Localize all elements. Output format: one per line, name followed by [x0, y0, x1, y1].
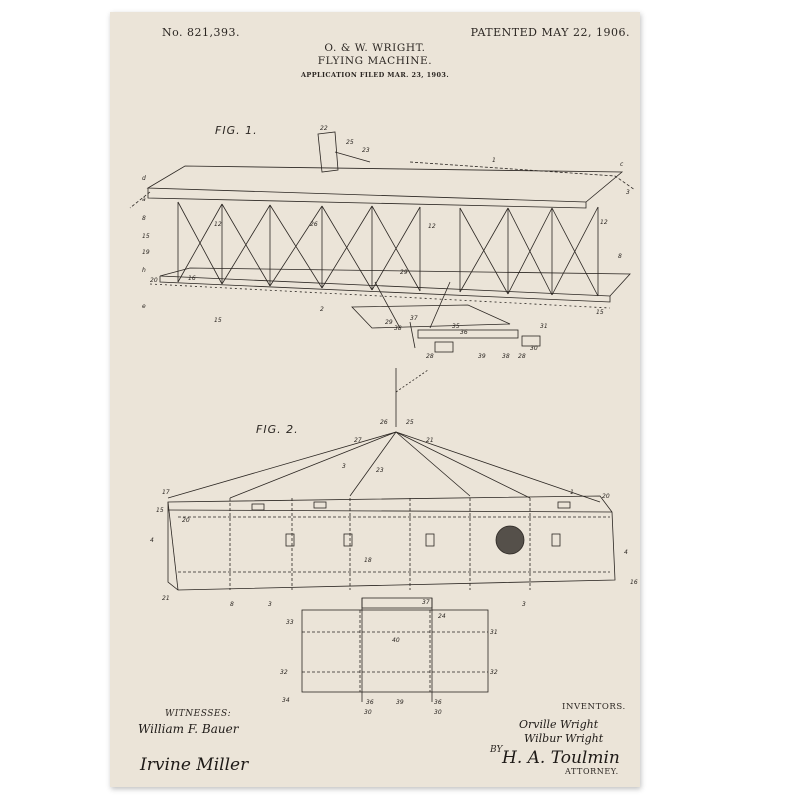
svg-text:h: h [142, 267, 146, 274]
svg-text:a: a [142, 196, 146, 203]
svg-text:12: 12 [428, 223, 436, 230]
svg-text:21: 21 [162, 595, 170, 602]
svg-text:28: 28 [518, 353, 526, 360]
svg-text:28: 28 [426, 353, 434, 360]
svg-text:1: 1 [570, 489, 574, 496]
svg-text:8: 8 [230, 601, 234, 608]
svg-text:3: 3 [268, 601, 272, 608]
svg-text:29: 29 [400, 269, 408, 276]
svg-text:30: 30 [434, 709, 442, 716]
svg-text:15: 15 [596, 309, 604, 316]
svg-text:24: 24 [438, 613, 446, 620]
attorney-signature: H. A. Toulmin [502, 748, 620, 768]
svg-text:36: 36 [460, 329, 468, 336]
svg-text:31: 31 [540, 323, 548, 330]
svg-text:22: 22 [320, 125, 328, 132]
svg-text:31: 31 [490, 629, 498, 636]
witness-signature-2: Irvine Miller [140, 755, 249, 775]
svg-text:15: 15 [214, 317, 222, 324]
svg-text:4: 4 [150, 537, 154, 544]
patent-sheet: No. 821,393. PATENTED MAY 22, 1906. O. &… [110, 12, 640, 787]
svg-text:25: 25 [406, 419, 414, 426]
svg-text:40: 40 [392, 637, 400, 644]
svg-text:3: 3 [626, 189, 630, 196]
svg-text:34: 34 [282, 697, 290, 704]
svg-text:30: 30 [530, 345, 538, 352]
svg-text:3: 3 [342, 463, 346, 470]
svg-text:8: 8 [142, 215, 146, 222]
patent-title: FLYING MACHINE. [317, 55, 433, 67]
svg-text:30: 30 [364, 709, 372, 716]
svg-text:4: 4 [624, 549, 628, 556]
svg-text:19: 19 [142, 249, 150, 256]
witness-signature-1: William F. Bauer [138, 722, 239, 736]
svg-text:38: 38 [502, 353, 510, 360]
svg-text:2: 2 [320, 306, 324, 313]
svg-text:26: 26 [310, 221, 318, 228]
svg-text:38: 38 [394, 325, 402, 332]
svg-text:23: 23 [362, 147, 370, 154]
svg-text:36: 36 [434, 699, 442, 706]
svg-text:17: 17 [162, 489, 170, 496]
by-label: BY [490, 745, 503, 755]
svg-text:25: 25 [346, 139, 354, 146]
svg-text:37: 37 [422, 599, 430, 606]
svg-text:21: 21 [426, 437, 434, 444]
svg-text:18: 18 [364, 557, 372, 564]
patent-date: PATENTED MAY 22, 1906. [470, 26, 630, 39]
inventor-signature-2: Wilbur Wright [524, 732, 604, 745]
svg-text:23: 23 [376, 467, 384, 474]
svg-text:e: e [142, 303, 146, 310]
svg-text:37: 37 [410, 315, 418, 322]
svg-text:20: 20 [150, 277, 158, 284]
inventors-label: INVENTORS. [562, 702, 626, 712]
svg-text:3: 3 [522, 601, 526, 608]
svg-text:c: c [620, 161, 624, 168]
svg-text:15: 15 [142, 233, 150, 240]
application-filed-line: APPLICATION FILED MAR. 23, 1903. [300, 71, 449, 79]
svg-text:15: 15 [156, 507, 164, 514]
inventor-signature-1: Orville Wright [519, 718, 599, 731]
svg-text:36: 36 [366, 699, 374, 706]
svg-text:16: 16 [188, 275, 196, 282]
svg-text:32: 32 [280, 669, 288, 676]
svg-text:12: 12 [214, 221, 222, 228]
svg-text:26: 26 [380, 419, 388, 426]
svg-text:20: 20 [602, 493, 610, 500]
svg-text:20: 20 [182, 517, 190, 524]
figure-2-label: FIG. 2. [256, 423, 299, 436]
svg-text:33: 33 [286, 619, 294, 626]
figure-1-label: FIG. 1. [215, 124, 258, 137]
svg-text:d: d [142, 175, 146, 182]
svg-text:1: 1 [492, 157, 496, 164]
witnesses-label: WITNESSES: [165, 709, 232, 719]
svg-text:32: 32 [490, 669, 498, 676]
svg-text:35: 35 [452, 323, 460, 330]
svg-text:39: 39 [478, 353, 486, 360]
attorney-label: ATTORNEY. [565, 767, 619, 776]
svg-text:29: 29 [385, 319, 393, 326]
svg-text:16: 16 [630, 579, 638, 586]
patent-number: No. 821,393. [162, 26, 241, 39]
svg-text:27: 27 [354, 437, 362, 444]
patent-inventors-heading: O. & W. WRIGHT. [324, 42, 426, 54]
svg-text:39: 39 [396, 699, 404, 706]
svg-text:8: 8 [618, 253, 622, 260]
svg-text:12: 12 [600, 219, 608, 226]
